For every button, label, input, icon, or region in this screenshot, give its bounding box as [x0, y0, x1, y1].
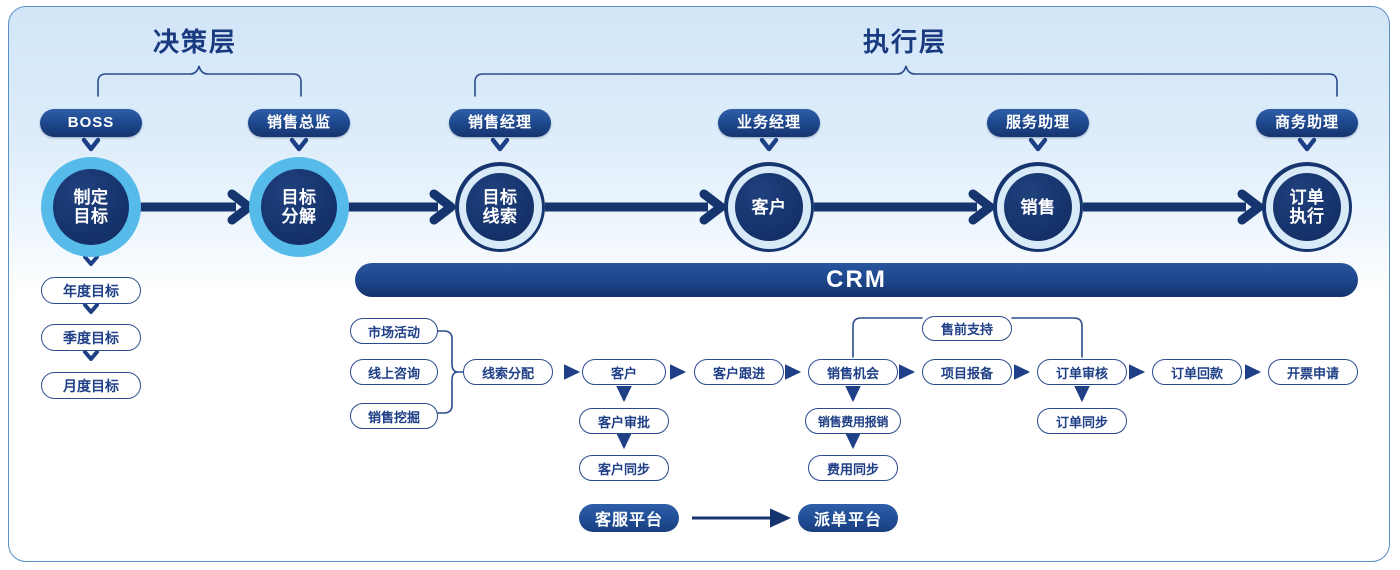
goal-chip-annual[interactable]: 年度目标 — [41, 277, 141, 304]
role-badge-sales-director[interactable]: 销售总监 — [248, 109, 350, 137]
flow-node-customer[interactable]: 客户 — [582, 359, 666, 385]
flow-node-invoice-application[interactable]: 开票申请 — [1268, 359, 1358, 385]
stage-node-label: 制定 目标 — [73, 188, 109, 226]
stage-node-goal-breakdown[interactable]: 目标 分解 — [249, 157, 349, 257]
stage-node-label: 客户 — [751, 197, 787, 217]
circle-core: 目标 分解 — [261, 169, 337, 245]
flow-node-sales-expense-reimbursement[interactable]: 销售费用报销 — [805, 408, 901, 434]
layer-title-decision: 决策层 — [152, 27, 237, 57]
circle-core: 制定 目标 — [53, 169, 129, 245]
stage-node-label: 目标 线索 — [482, 188, 518, 226]
flow-node-sales-opportunity[interactable]: 销售机会 — [808, 359, 898, 385]
stage-node-goal-lead[interactable]: 目标 线索 — [455, 162, 545, 252]
goal-chip-monthly[interactable]: 月度目标 — [41, 372, 141, 399]
stage-node-label: 目标 分解 — [281, 188, 317, 226]
flow-node-project-registration[interactable]: 项目报备 — [922, 359, 1012, 385]
flow-node-customer-sync[interactable]: 客户同步 — [579, 455, 669, 481]
circle-core: 销售 — [1004, 173, 1072, 241]
flow-node-order-payment[interactable]: 订单回款 — [1152, 359, 1242, 385]
stage-node-sales[interactable]: 销售 — [993, 162, 1083, 252]
stage-node-label: 订单 执行 — [1289, 188, 1325, 226]
flow-node-customer-followup[interactable]: 客户跟进 — [694, 359, 784, 385]
flow-node-customer-approval[interactable]: 客户审批 — [579, 408, 669, 434]
flow-node-expense-sync[interactable]: 费用同步 — [808, 455, 898, 481]
goal-chip-quarterly[interactable]: 季度目标 — [41, 324, 141, 351]
flow-node-lead-assignment[interactable]: 线索分配 — [463, 359, 553, 385]
stage-node-order-execution[interactable]: 订单 执行 — [1262, 162, 1352, 252]
role-badge-service-assistant[interactable]: 服务助理 — [987, 109, 1089, 137]
flow-node-presales-support[interactable]: 售前支持 — [922, 316, 1012, 341]
platform-customer-service[interactable]: 客服平台 — [579, 504, 679, 532]
stage-node-label: 销售 — [1020, 197, 1056, 217]
stage-node-customer[interactable]: 客户 — [724, 162, 814, 252]
circle-core: 目标 线索 — [466, 173, 534, 241]
crm-bar[interactable]: CRM — [355, 263, 1358, 297]
role-badge-business-assistant[interactable]: 商务助理 — [1256, 109, 1358, 137]
platform-dispatch[interactable]: 派单平台 — [798, 504, 898, 532]
role-badge-business-manager[interactable]: 业务经理 — [718, 109, 820, 137]
lead-source-online-consult[interactable]: 线上咨询 — [350, 359, 438, 385]
lead-source-sales-prospecting[interactable]: 销售挖掘 — [350, 403, 438, 429]
lead-source-marketing-activity[interactable]: 市场活动 — [350, 318, 438, 344]
role-badge-boss[interactable]: BOSS — [40, 109, 142, 137]
flow-node-order-sync[interactable]: 订单同步 — [1037, 408, 1127, 434]
flow-node-order-review[interactable]: 订单审核 — [1037, 359, 1127, 385]
role-badge-sales-manager[interactable]: 销售经理 — [449, 109, 551, 137]
circle-core: 订单 执行 — [1273, 173, 1341, 241]
stage-node-set-goal[interactable]: 制定 目标 — [41, 157, 141, 257]
layer-title-execution: 执行层 — [862, 27, 947, 57]
circle-core: 客户 — [735, 173, 803, 241]
